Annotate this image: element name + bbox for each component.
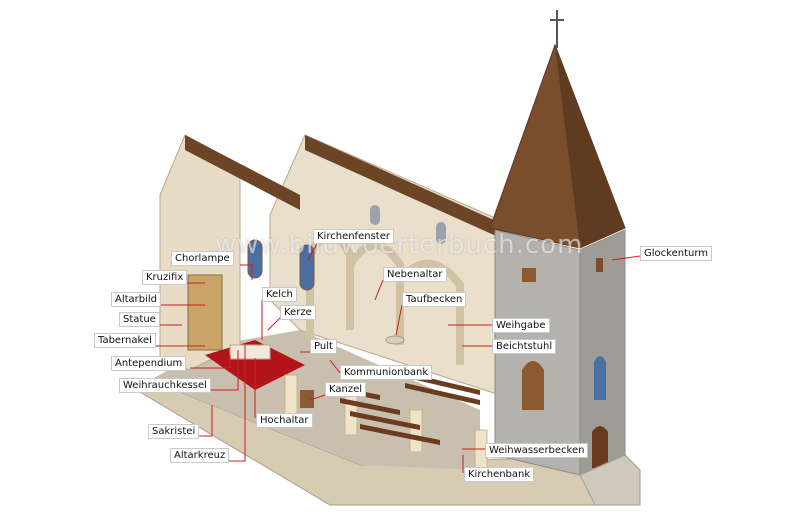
altar-table [229,344,271,360]
label-kruzifix: Kruzifix [142,270,188,285]
watermark: www.bildwoerterbuch.com [215,230,584,260]
tower-steps [579,454,641,506]
label-altarbild: Altarbild [111,292,162,307]
label-taufbecken: Taufbecken [402,292,467,307]
tower-window [522,361,544,410]
tower-roof-side [555,45,625,248]
roof-left [185,135,300,210]
window-4 [436,222,446,244]
label-chorlampe: Chorlampe [171,251,234,266]
tower-louver-side [596,258,603,272]
label-kanzel: Kanzel [325,382,367,397]
label-weihgabe: Weihgabe [492,318,550,333]
nave-arch-2 [346,241,404,345]
leader-kirchenfenster [307,241,319,261]
label-kirchenfenster: Kirchenfenster [313,229,394,244]
leader-kommunionbank [329,359,341,374]
pews [330,370,480,445]
label-nebenaltar: Nebenaltar [383,267,447,282]
label-kelch: Kelch [262,287,297,302]
label-tabernakel: Tabernakel [94,333,156,348]
tower-door [592,426,608,468]
label-kirchenbank: Kirchenbank [464,467,535,482]
label-kerze: Kerze [280,305,316,320]
tower-window-side [594,356,606,400]
window-3 [370,205,380,225]
leader-nebenaltar [374,279,384,301]
leader-kanzel [309,394,326,401]
label-sakristei: Sakristei [148,424,200,439]
leader-chorlampe [240,264,253,280]
tower-louver [522,268,536,282]
leader-glockenturm [611,255,641,261]
label-beichtstuhl: Beichtstuhl [492,339,557,354]
baptismal-font [385,335,405,345]
label-pult: Pult [310,339,337,354]
leader-taufbecken [395,304,403,336]
label-altarkreuz: Altarkreuz [170,448,230,463]
column-3 [409,409,423,453]
roof-right [305,135,505,240]
label-weihrauchkessel: Weihrauchkessel [119,378,211,393]
pulpit [300,390,314,408]
leader-antependium [190,355,231,369]
altarpiece [187,274,223,351]
label-weihwasserbecken: Weihwasserbecken [485,443,589,458]
label-glockenturm: Glockenturm [640,246,713,261]
leader-kerze [267,317,281,331]
label-hochaltar: Hochaltar [256,413,313,428]
label-antependium: Antependium [111,356,187,371]
label-statue: Statue [119,312,160,327]
label-kommunionbank: Kommunionbank [340,365,433,380]
